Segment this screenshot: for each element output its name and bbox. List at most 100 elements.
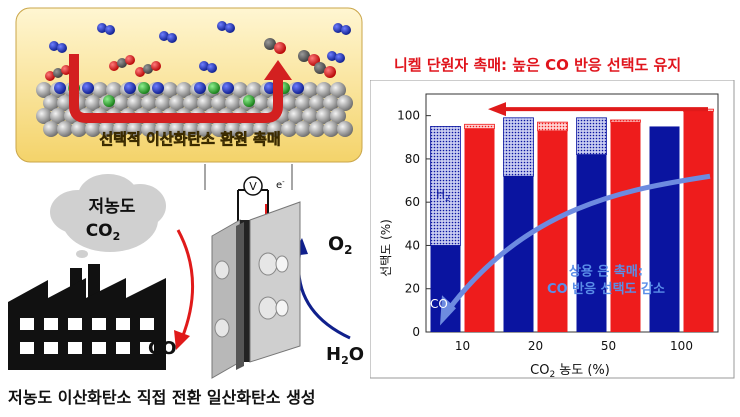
h2-annotation: H2 <box>436 187 450 203</box>
gas-molecules <box>45 21 351 81</box>
voltmeter-label: V <box>249 180 257 193</box>
support-atom <box>316 82 332 98</box>
support-atom <box>232 82 248 98</box>
electron-label: e- <box>276 178 285 191</box>
support-atom <box>127 95 143 111</box>
commercial-h2-bar <box>576 117 607 155</box>
support-atom <box>36 108 52 124</box>
nickel-co-bar <box>464 128 495 332</box>
h2o-h: H <box>326 344 341 365</box>
catalyst-panel-label: 선택적 이산화탄소 환원 촉매 <box>99 130 280 148</box>
catalyst-surface <box>36 82 353 137</box>
support-atom <box>141 95 157 111</box>
plot-area <box>425 93 719 333</box>
chart-title: 니켈 단원자 촉매: 높은 CO 반응 선택도 유지 <box>394 56 682 74</box>
support-atom <box>43 121 59 137</box>
y-tick-label: 100 <box>397 109 420 123</box>
y-tick-label: 20 <box>405 282 420 296</box>
support-atom <box>162 82 178 98</box>
co2-carbon <box>143 64 153 74</box>
support-atom <box>155 121 171 137</box>
support-atom <box>50 108 66 124</box>
support-atom <box>295 121 311 137</box>
catalyst-illustration: 선택적 이산화탄소 환원 촉매 <box>15 7 363 163</box>
y-axis-label: 선택도 (%) <box>379 219 393 277</box>
co-carbon <box>264 38 276 50</box>
nickel-atom <box>138 82 150 94</box>
x-tick-label: 10 <box>455 339 470 353</box>
support-atom <box>197 121 213 137</box>
commercial-co-bar <box>576 154 607 332</box>
x-axis-label: CO2 농도 (%) <box>530 363 610 380</box>
nitrogen-atom <box>292 82 304 94</box>
co-carbon <box>314 62 326 74</box>
commercial-annotation-line2: CO 반응 선택도 감소 <box>547 281 665 297</box>
nickel-co-bar <box>610 122 641 332</box>
commercial-trend-arrowhead <box>440 295 456 326</box>
electron-sup: - <box>282 178 285 186</box>
cloud-label-line1: 저농도 <box>89 197 136 217</box>
cloud-co2-sub: 2 <box>113 230 121 243</box>
support-atom <box>85 121 101 137</box>
nitrogen-atom <box>82 82 94 94</box>
support-atom <box>337 121 353 137</box>
co2-oxygen <box>135 67 145 77</box>
y-tick-label: 60 <box>405 195 420 209</box>
co2-oxygen <box>61 65 71 75</box>
nitrogen-atom <box>152 82 164 94</box>
support-atom <box>36 82 52 98</box>
co2-carbon <box>53 68 63 78</box>
x-tick-label: 100 <box>670 339 693 353</box>
h2o-to-o2-arrow <box>297 249 351 340</box>
support-atom <box>281 95 297 111</box>
h2o-sub: 2 <box>341 354 349 367</box>
support-atom <box>330 108 346 124</box>
co2-oxygen <box>109 61 119 71</box>
support-atom <box>309 121 325 137</box>
n2-atom <box>335 53 345 63</box>
n2-atom <box>159 31 169 41</box>
support-atom <box>169 95 185 111</box>
nickel-h2-bar <box>610 119 641 123</box>
support-atom <box>169 121 185 137</box>
support-atom <box>225 95 241 111</box>
support-atom <box>113 95 129 111</box>
x-tick-label: 50 <box>601 339 616 353</box>
commercial-h2-bar <box>503 117 534 177</box>
cloud-co2-main: CO <box>86 221 113 241</box>
co2-to-co-arrow <box>176 229 195 339</box>
support-atom <box>246 82 262 98</box>
support-atom <box>155 95 171 111</box>
x-axis-co2: CO <box>530 363 549 378</box>
y-tick-label: 80 <box>405 152 420 166</box>
commercial-trend-arrow <box>446 173 711 312</box>
bottom-caption: 저농도 이산화탄소 직접 전환 일산화탄소 생성 <box>8 388 316 407</box>
co2-to-co-arrowhead <box>174 330 190 350</box>
factory-icon <box>8 264 166 370</box>
support-atom <box>239 121 255 137</box>
commercial-h2-bar <box>430 126 461 246</box>
support-atom <box>225 121 241 137</box>
support-atom <box>316 108 332 124</box>
x-axis-sub: 2 <box>549 370 555 380</box>
commercial-co-bar <box>503 176 534 332</box>
product-co-label: CO <box>148 338 177 359</box>
n2-atom <box>167 33 177 43</box>
reaction-arrow-head <box>264 60 292 80</box>
co2-oxygen <box>151 61 161 71</box>
nickel-atom <box>103 95 115 107</box>
support-atom <box>302 82 318 98</box>
support-atom <box>106 82 122 98</box>
process-diagram: 저농도 CO2 CO O2 H2O V e- <box>8 164 364 379</box>
support-atom <box>302 108 318 124</box>
reactant-h2o-label: H2O <box>326 344 364 367</box>
support-atom <box>43 95 59 111</box>
nickel-co-bar <box>683 111 714 333</box>
support-atom <box>253 121 269 137</box>
nitrogen-atom <box>54 82 66 94</box>
n2-atom <box>207 63 217 73</box>
support-atom <box>183 121 199 137</box>
support-atom <box>183 95 199 111</box>
cloud-label-line2: CO2 <box>86 221 121 243</box>
co2-oxygen <box>45 71 55 81</box>
